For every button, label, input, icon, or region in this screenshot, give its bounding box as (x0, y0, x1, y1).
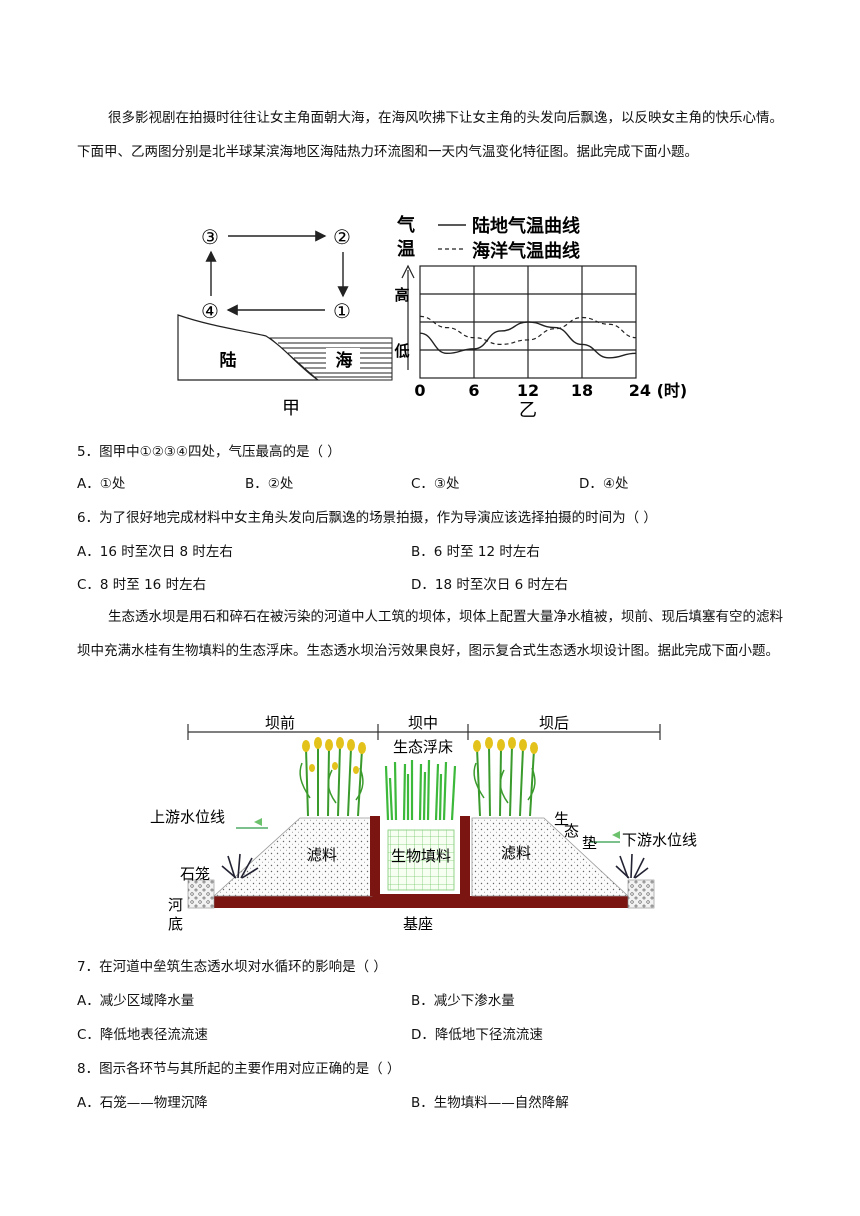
q7-option-c[interactable]: C．降低地表径流流速 (77, 1027, 208, 1043)
label-riverbed-1: 河 (168, 896, 183, 914)
sea-label: 海 (336, 350, 353, 371)
land-label: 陆 (220, 351, 237, 371)
q5-option-b[interactable]: B．②处 (245, 476, 294, 492)
label-gabion: 石笼 (180, 865, 210, 883)
point-4: ④ (201, 299, 219, 323)
reeds-right (473, 745, 536, 817)
point-3: ③ (201, 225, 219, 249)
ylabel-wen: 温 (397, 239, 415, 260)
reed-flowers-left (302, 737, 366, 774)
x-tick-label: 24 (时) (629, 381, 687, 400)
reeds-left (299, 745, 364, 817)
downstream-water-line (590, 831, 620, 843)
x-tick-label: 12 (517, 381, 539, 400)
label-filter-right: 滤料 (501, 844, 531, 862)
reed-flowers-right (473, 737, 538, 754)
label-eco-pad-2: 态 (564, 822, 579, 840)
gabion-left (187, 879, 215, 909)
q6-option-c[interactable]: C．8 时至 16 时左右 (77, 577, 207, 593)
q7-option-d[interactable]: D．降低地下径流流速 (411, 1027, 543, 1043)
upstream-water-line (236, 818, 268, 829)
passage-1: 很多影视剧在拍摄时往往让女主角面朝大海，在海风吹拂下让女主角的头发向后飘逸，以反… (77, 110, 783, 160)
shrub-left (221, 853, 259, 879)
caption-yi: 乙 (519, 400, 537, 421)
label-front: 坝前 (265, 714, 295, 732)
x-ticks: 0 6 12 18 24 (时) (414, 381, 687, 400)
legend-land: 陆地气温曲线 (472, 215, 580, 237)
q8-option-a[interactable]: A．石笼——物理沉降 (77, 1095, 208, 1111)
land-area (177, 314, 320, 381)
caption-jia: 甲 (282, 398, 300, 419)
x-tick-label: 6 (468, 381, 479, 400)
gabion-right (627, 879, 655, 909)
label-floating-bed: 生态浮床 (393, 738, 453, 756)
question-6: 6．为了很好地完成材料中女主角头发向后飘逸的场景拍摄，作为导演应该选择拍摄的时间… (77, 510, 657, 526)
question-8: 8．图示各环节与其所起的主要作用对应正确的是（ ） (77, 1061, 401, 1077)
label-base: 基座 (403, 915, 433, 933)
section-bracket (187, 724, 661, 740)
plot-series (419, 315, 637, 359)
q5-option-c[interactable]: C．③处 (411, 476, 460, 492)
point-2: ② (333, 225, 351, 249)
floating-bed-grass (384, 759, 457, 821)
filter-left (212, 817, 373, 897)
y-label-low: 低 (393, 342, 409, 360)
y-label-high: 高 (394, 286, 409, 304)
filter-right (471, 817, 630, 897)
q6-option-d[interactable]: D．18 时至次日 6 时左右 (411, 577, 569, 593)
passage-2: 生态透水坝是用石和碎石在被污染的河道中人工筑的坝体，坝体上配置大量净水植被，坝前… (77, 609, 783, 659)
q7-option-b[interactable]: B．减少下渗水量 (411, 993, 515, 1009)
q7-option-a[interactable]: A．减少区域降水量 (77, 993, 195, 1009)
legend-sea: 海洋气温曲线 (472, 240, 580, 262)
question-5: 5．图甲中①②③④四处，气压最高的是（ ） (77, 444, 341, 460)
label-riverbed-2: 底 (168, 915, 183, 933)
center-walls (370, 816, 470, 896)
bio-filler-box (387, 829, 455, 891)
q6-option-a[interactable]: A．16 时至次日 8 时左右 (77, 544, 233, 560)
figure-jia: ③ ② ④ ① 陆 海 甲 (177, 225, 393, 419)
q5-option-a[interactable]: A．①处 (77, 476, 126, 492)
q8-option-b[interactable]: B．生物填料——自然降解 (411, 1095, 569, 1111)
point-1: ① (333, 299, 351, 323)
label-bio-filler: 生物填料 (391, 847, 451, 865)
dam-base (214, 896, 628, 908)
label-downstream: 下游水位线 (622, 831, 697, 849)
figure-dam: 坝前 坝中 坝后 生态浮床 滤料 生物填料 滤料 (150, 714, 697, 933)
figure-yi: 气 温 陆地气温曲线 海洋气温曲线 高 低 0 6 12 18 24 (时) 乙 (393, 214, 687, 421)
q5-option-d[interactable]: D．④处 (579, 476, 629, 492)
y-axis-arrowhead (401, 264, 415, 279)
sea-temperature-line (419, 315, 637, 346)
label-filter-left: 滤料 (307, 846, 337, 864)
x-tick-label: 0 (414, 381, 425, 400)
land-temperature-line (419, 321, 637, 359)
x-tick-label: 18 (571, 381, 593, 400)
question-7: 7．在河道中垒筑生态透水坝对水循环的影响是（ ） (77, 959, 387, 975)
label-back: 坝后 (539, 714, 569, 732)
label-upstream: 上游水位线 (150, 808, 225, 826)
label-eco-pad-1: 生 (554, 810, 569, 828)
shrub-right (615, 853, 649, 879)
label-eco-pad-3: 垫 (582, 834, 597, 852)
q6-option-b[interactable]: B．6 时至 12 时左右 (411, 544, 540, 560)
label-middle: 坝中 (408, 714, 438, 732)
ylabel-qi: 气 (396, 214, 415, 236)
